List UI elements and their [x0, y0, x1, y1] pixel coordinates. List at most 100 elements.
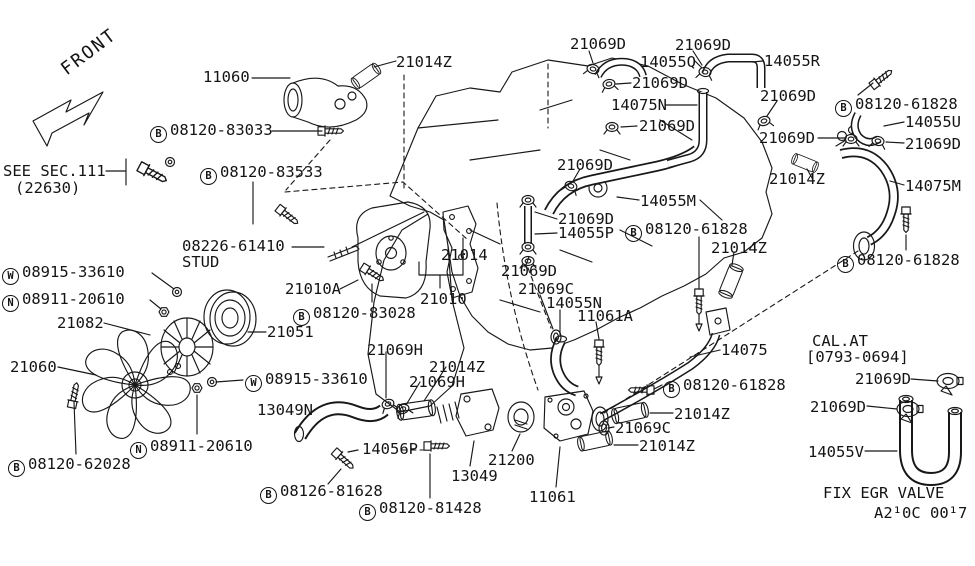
part-number-text: 21082: [57, 314, 104, 332]
part-number-text: 08126-81628: [280, 482, 383, 500]
part-number-text: 21014Z: [769, 170, 825, 188]
part-number-text: 08120-83033: [170, 121, 273, 139]
part-label-21014: 21014: [441, 247, 488, 263]
fan-21060: [81, 329, 191, 439]
circled-b-prefix-icon: B: [293, 309, 310, 326]
part-number-text: 13049: [451, 467, 498, 485]
part-number-text: 14055Q: [640, 53, 696, 71]
circled-b-prefix-icon: B: [260, 487, 277, 504]
part-number-text: 21014Z: [674, 405, 730, 423]
part-number-text: 08226-61410: [182, 237, 285, 255]
part-number-text: 21069D: [760, 87, 816, 105]
part-label-21069c: 21069C: [615, 420, 671, 436]
hose-13049n: [293, 401, 389, 443]
part-number-text: 21069D: [675, 36, 731, 54]
part-label-21069d: 21069D: [759, 130, 815, 146]
part-number-text: 08120-61828: [855, 95, 958, 113]
part-label-13049n: 13049N: [257, 402, 313, 418]
water-pump-21010: [356, 201, 431, 299]
part-number-text: 21069D: [501, 262, 557, 280]
part-number-text: 21010A: [285, 280, 341, 298]
part-number-text: 08120-83533: [220, 163, 323, 181]
circled-w-prefix-icon: W: [2, 268, 19, 285]
part-label-21069d: 21069D: [570, 36, 626, 52]
part-label-21069h: 21069H: [409, 374, 465, 390]
part-label-21069d: 21069D: [639, 118, 695, 134]
part-number-text: FIX EGR VALVE: [823, 484, 945, 502]
part-label-21069d: 21069D: [558, 211, 614, 227]
part-number-text: 14075M: [905, 177, 961, 195]
part-label-21051: 21051: [267, 324, 314, 340]
part-number-text: 14055N: [546, 294, 602, 312]
part-number-text: 11060: [203, 68, 250, 86]
circled-b-prefix-icon: B: [625, 225, 642, 242]
part-label-21069c: 21069C: [518, 281, 574, 297]
part-label-08226-61410: 08226-61410: [182, 238, 285, 254]
part-label-21014z: 21014Z: [674, 406, 730, 422]
gasket-21014: [442, 205, 479, 299]
water-outlet-11060: [283, 77, 368, 128]
part-label-14055v: 14055V: [808, 444, 864, 460]
hose-14055r: [701, 53, 766, 88]
fan-coupling-21082: [160, 317, 214, 377]
part-number-text: 21069D: [855, 370, 911, 388]
part-number-text: (22630): [15, 179, 81, 197]
part-label-14055u: 14055U: [905, 114, 961, 130]
pipe-14075m: [835, 125, 899, 261]
pulley-21051: [203, 289, 257, 347]
part-number-text: 08120-61828: [683, 376, 786, 394]
part-number-text: 21014Z: [639, 437, 695, 455]
hose-14055n: [550, 335, 579, 397]
part-label-21014z: 21014Z: [769, 171, 825, 187]
part-label-21069h: 21069H: [367, 342, 423, 358]
part-label-21069d: 21069D: [632, 75, 688, 91]
part-number-text: 21069C: [518, 280, 574, 298]
part-number-text: 21060: [10, 358, 57, 376]
part-label-21010a: 21010A: [285, 281, 341, 297]
part-number-text: 21014Z: [396, 53, 452, 71]
part-number-text: 14055V: [808, 443, 864, 461]
thermostat-21200: [507, 401, 535, 433]
part-number-text: 21014: [441, 246, 488, 264]
part-label--22630-: (22630): [15, 180, 80, 196]
part-label-11061a: 11061A: [577, 308, 633, 324]
part-label-14055q: 14055Q: [640, 54, 696, 70]
part-number-text: 21069D: [810, 398, 866, 416]
part-number-text: 08915-33610: [22, 263, 125, 281]
part-number-text: 11061A: [577, 307, 633, 325]
part-label-14056p: 14056P: [362, 441, 418, 457]
part-number-text: SEE SEC.111: [3, 162, 106, 180]
bolts: [65, 66, 912, 473]
leader-lines: [57, 50, 939, 499]
part-number-text: 21069H: [367, 341, 423, 359]
circled-b-prefix-icon: B: [200, 168, 217, 185]
part-number-text: STUD: [182, 253, 220, 271]
part-label-14075: 14075: [721, 342, 768, 358]
see-sec-sensor: [135, 156, 176, 187]
hose-14055v: [898, 394, 963, 487]
part-label-a2-0c-00-7: A2¹0C 00¹7: [874, 505, 967, 521]
part-label-14055m: 14055M: [640, 193, 696, 209]
part-number-text: 14055R: [764, 52, 820, 70]
part-number-text: A2¹0C 00¹7: [874, 504, 968, 522]
part-number-text: 21069D: [557, 156, 613, 174]
part-number-text: 21069D: [759, 129, 815, 147]
part-number-text: CAL.AT: [812, 332, 868, 350]
part-number-text: 14075: [721, 341, 768, 359]
part-label-21014z: 21014Z: [429, 359, 485, 375]
part-number-text: 08120-81428: [379, 499, 482, 517]
part-label-21060: 21060: [10, 359, 57, 375]
hose-14055u: [850, 112, 882, 146]
part-label-see-sec-111: SEE SEC.111: [3, 163, 106, 179]
pipe-14075n: [666, 87, 710, 169]
part-label-fix-egr-valve: FIX EGR VALVE: [823, 485, 944, 501]
